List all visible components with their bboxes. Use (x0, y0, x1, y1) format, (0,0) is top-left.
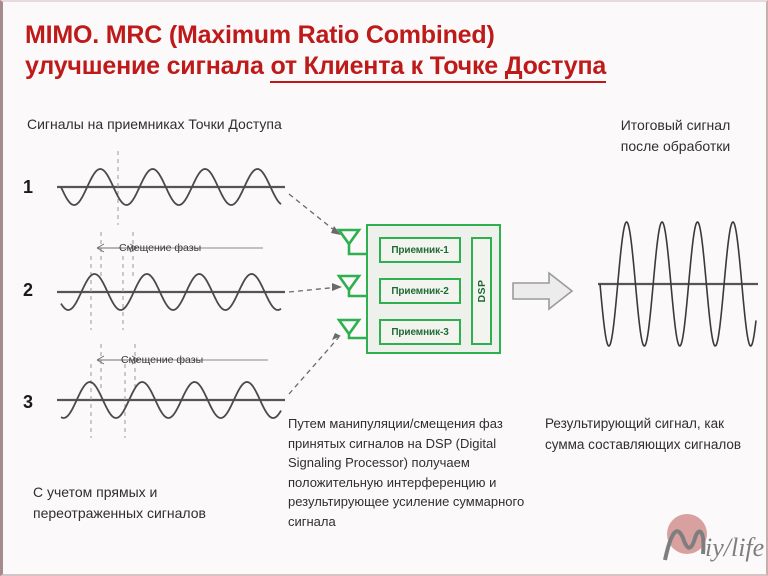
note-dsp-explanation: Путем манипуляции/смещения фаз принятых … (288, 416, 525, 529)
note-multipath: С учетом прямых и переотраженных сигнало… (33, 484, 206, 521)
signal-number-3: 3 (23, 392, 34, 412)
signal-number-2: 2 (23, 280, 34, 300)
receiver-box-3: Приемник-3 (379, 319, 461, 345)
phase-arrow-right-2 (129, 243, 138, 253)
antenna-icon-1 (336, 228, 362, 247)
phase-shift-annotation-3 (96, 344, 268, 390)
wave-curve-3 (60, 381, 282, 419)
dsp-label: DSP (475, 279, 488, 303)
watermark-circle (667, 514, 707, 554)
caption-output: Итоговый сигнал после обработки (583, 115, 766, 157)
access-point-block: Приемник-1 Приемник-2 Приемник-3 DSP (366, 224, 501, 354)
receiver-box-1: Приемник-1 (379, 237, 461, 263)
waveform-output (598, 221, 758, 347)
connector-1 (288, 193, 340, 235)
waveform-signal-2 (57, 252, 285, 330)
caption-receivers: Сигналы на приемниках Точки Доступа (27, 116, 282, 132)
process-arrow-shape (512, 271, 574, 311)
antenna-icon-2 (336, 274, 362, 293)
antenna-icon-3 (336, 318, 362, 337)
title-line-2: улучшение сигнала от Клиента к Точке Дос… (25, 51, 749, 83)
note-result-signal: Результирующий сигнал, как сумма составл… (545, 416, 742, 452)
antenna-feed-1 (347, 244, 373, 256)
antenna-feed-3 (347, 334, 373, 340)
phase-shift-label-2: Смещение фазы (119, 242, 202, 254)
phase-arrow-left-3 (96, 355, 105, 365)
connector-2 (288, 286, 340, 293)
watermark-text: iy/life (705, 533, 764, 562)
process-arrow-icon (512, 271, 574, 311)
wave-curve-2 (60, 273, 282, 311)
signal-number-1: 1 (23, 177, 34, 197)
phase-shift-label-3: Смещение фазы (121, 354, 204, 366)
title-line-1: MIMO. MRC (Maximum Ratio Combined) (25, 21, 495, 49)
watermark-logo: iy/life (663, 514, 764, 562)
receiver-box-2: Приемник-2 (379, 278, 461, 304)
caption-output-line-2: после обработки (620, 138, 731, 154)
phase-shift-annotation-2 (96, 232, 263, 278)
watermark-mark (663, 529, 706, 561)
antenna-group (336, 228, 373, 340)
waveform-signal-3 (57, 360, 285, 438)
phase-arrow-right-3 (131, 355, 140, 365)
page-title: MIMO. MRC (Maximum Ratio Combined) улучш… (25, 20, 749, 83)
wave-curve-output (599, 221, 757, 347)
wave-curve-1 (60, 168, 282, 206)
phase-arrow-left-2 (96, 243, 105, 253)
caption-output-line-1: Итоговый сигнал (620, 117, 731, 133)
dsp-box: DSP (471, 237, 492, 345)
connector-3 (288, 336, 340, 395)
antenna-feed-2 (347, 290, 373, 298)
title-line-2-plain: улучшение сигнала (25, 52, 271, 80)
waveform-signal-1 (57, 151, 285, 225)
title-line-2-underlined: от Клиента к Точке Доступа (270, 52, 606, 83)
